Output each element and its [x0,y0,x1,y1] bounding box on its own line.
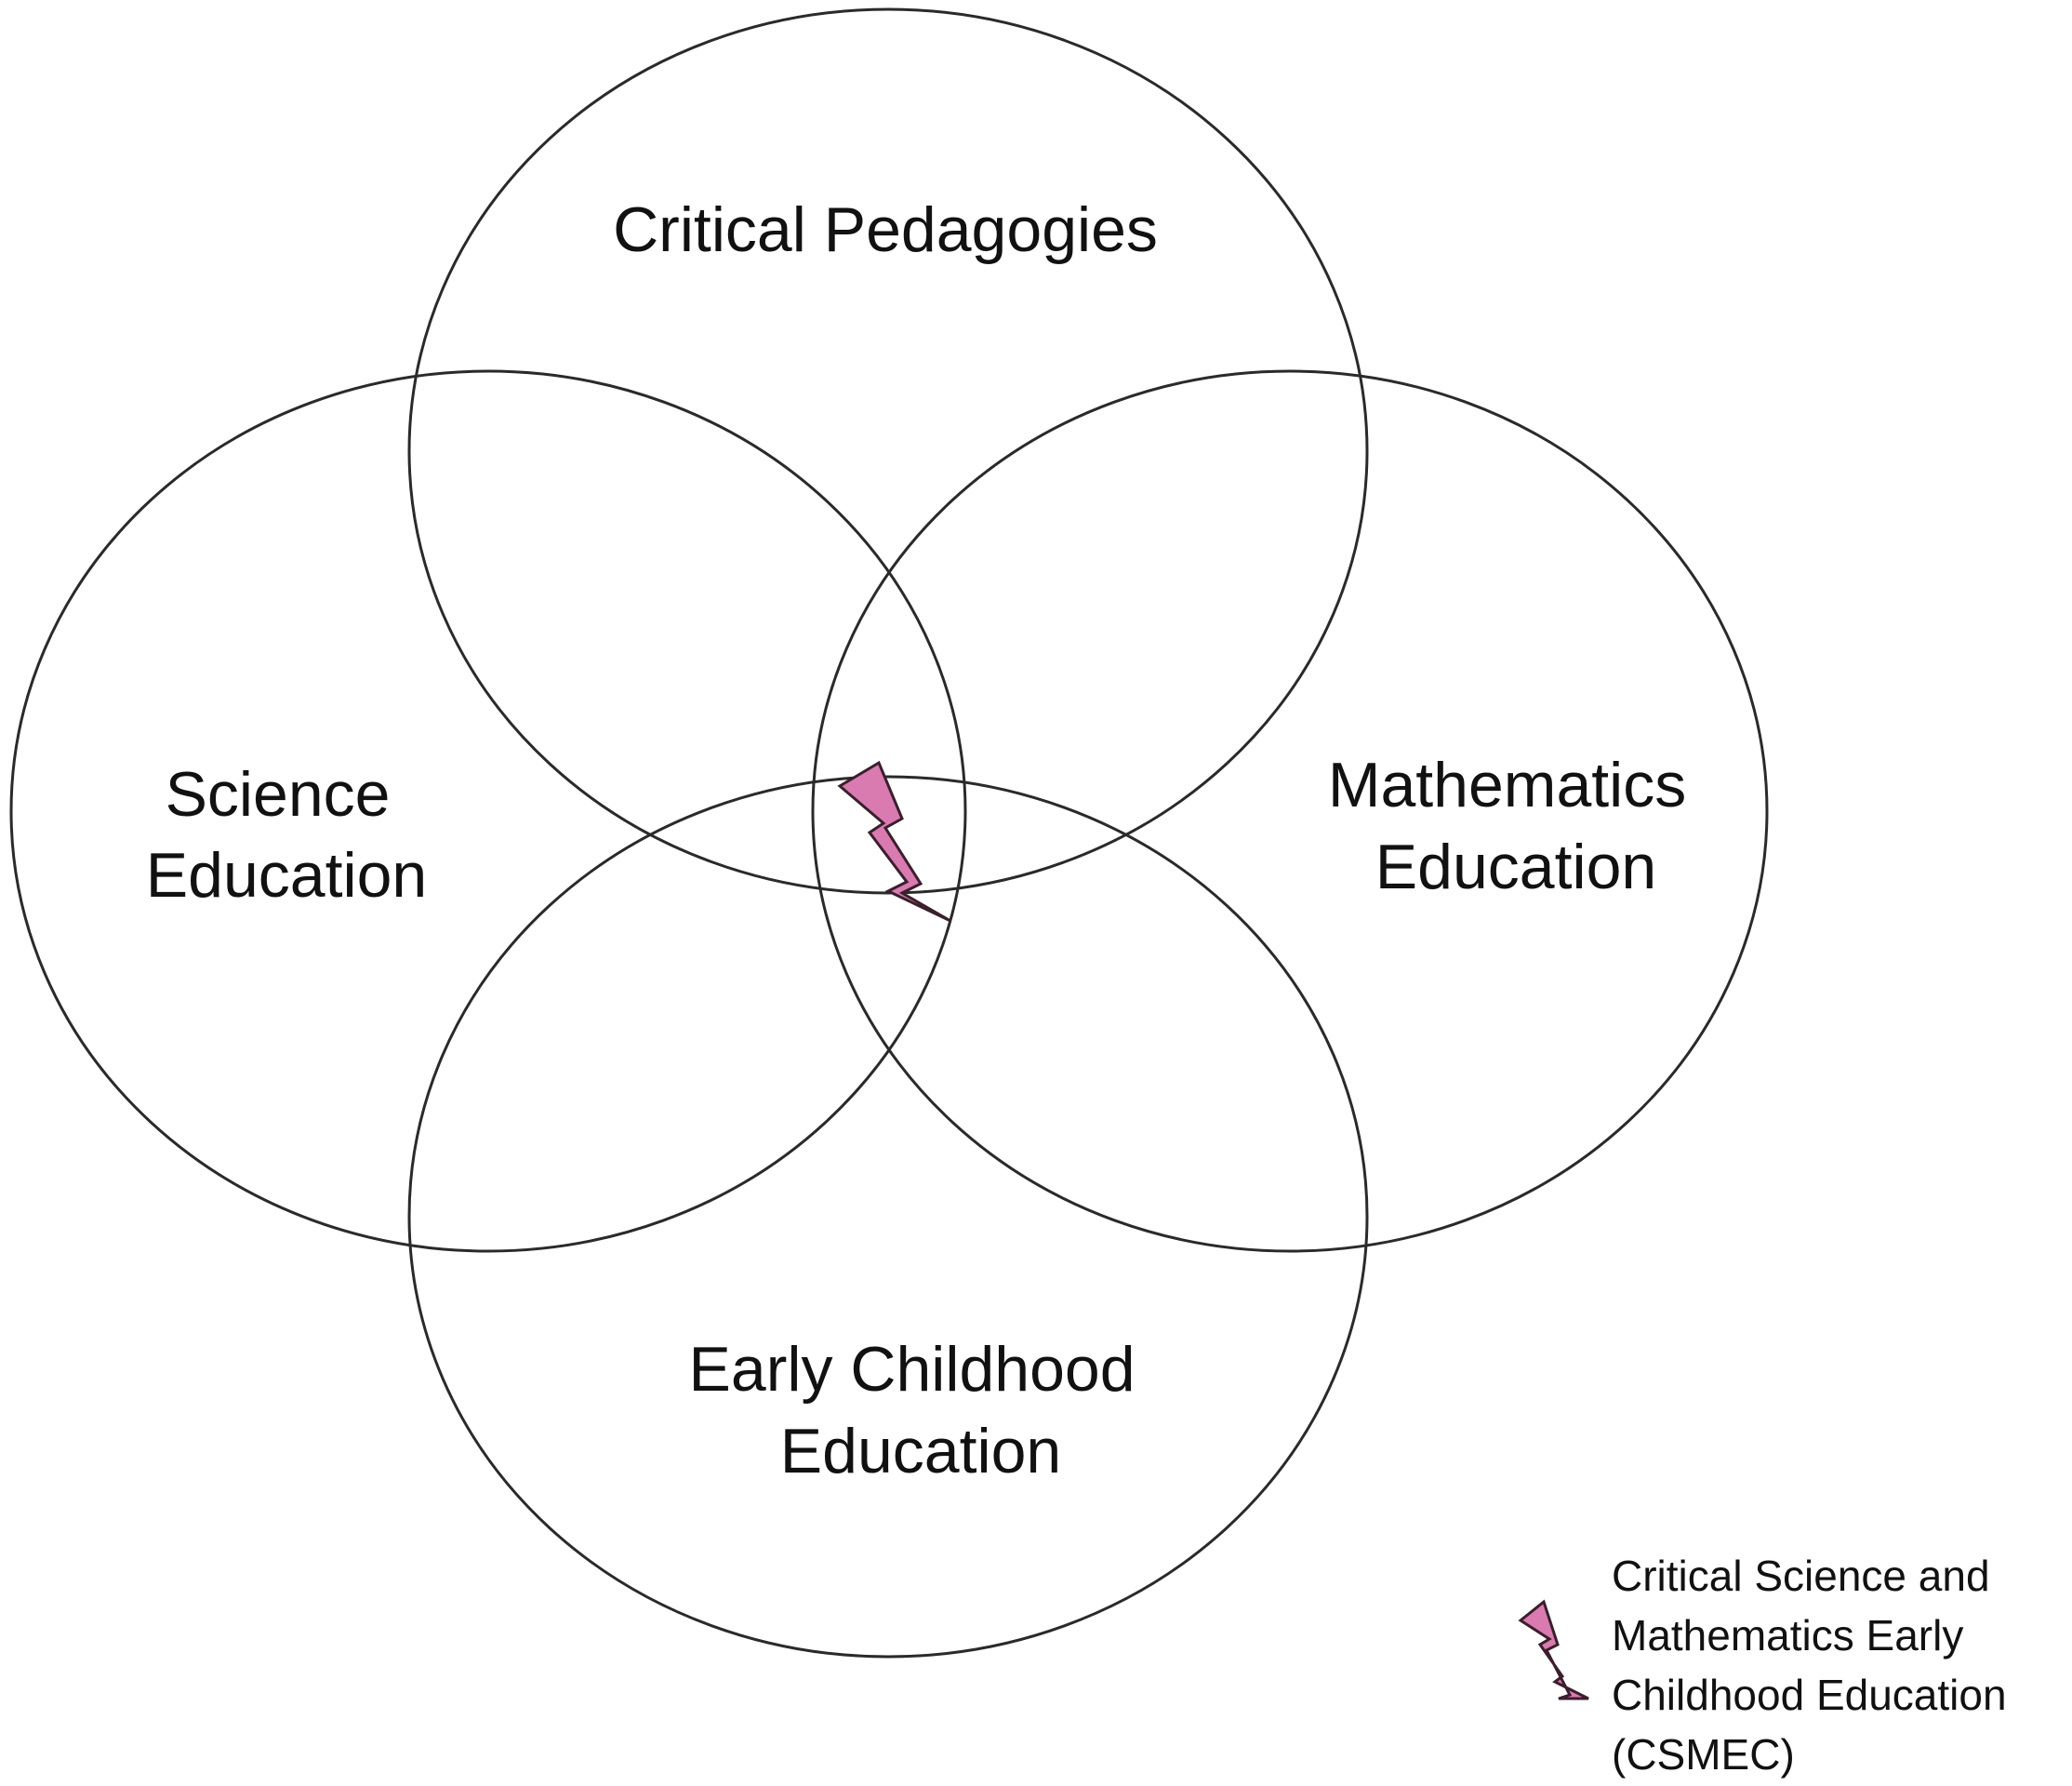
early-childhood-education-label: Early Childhood Education [689,1334,1153,1486]
mathematics-education-label: Mathematics Education [1328,750,1704,902]
critical-pedagogies-label: Critical Pedagogies [613,194,1158,265]
lightning-bolt-icon [837,760,951,923]
legend: Critical Science and Mathematics Early C… [1518,1552,2018,1779]
legend-lightning-bolt-icon [1518,1599,1589,1700]
mathematics-education-circle [811,369,1769,1253]
legend-label: Critical Science and Mathematics Early C… [1612,1552,2018,1779]
early-childhood-education-circle [407,775,1369,1659]
critical-pedagogies-circle [407,7,1369,895]
science-education-label: Science Education [146,759,427,911]
science-education-circle [9,369,967,1253]
